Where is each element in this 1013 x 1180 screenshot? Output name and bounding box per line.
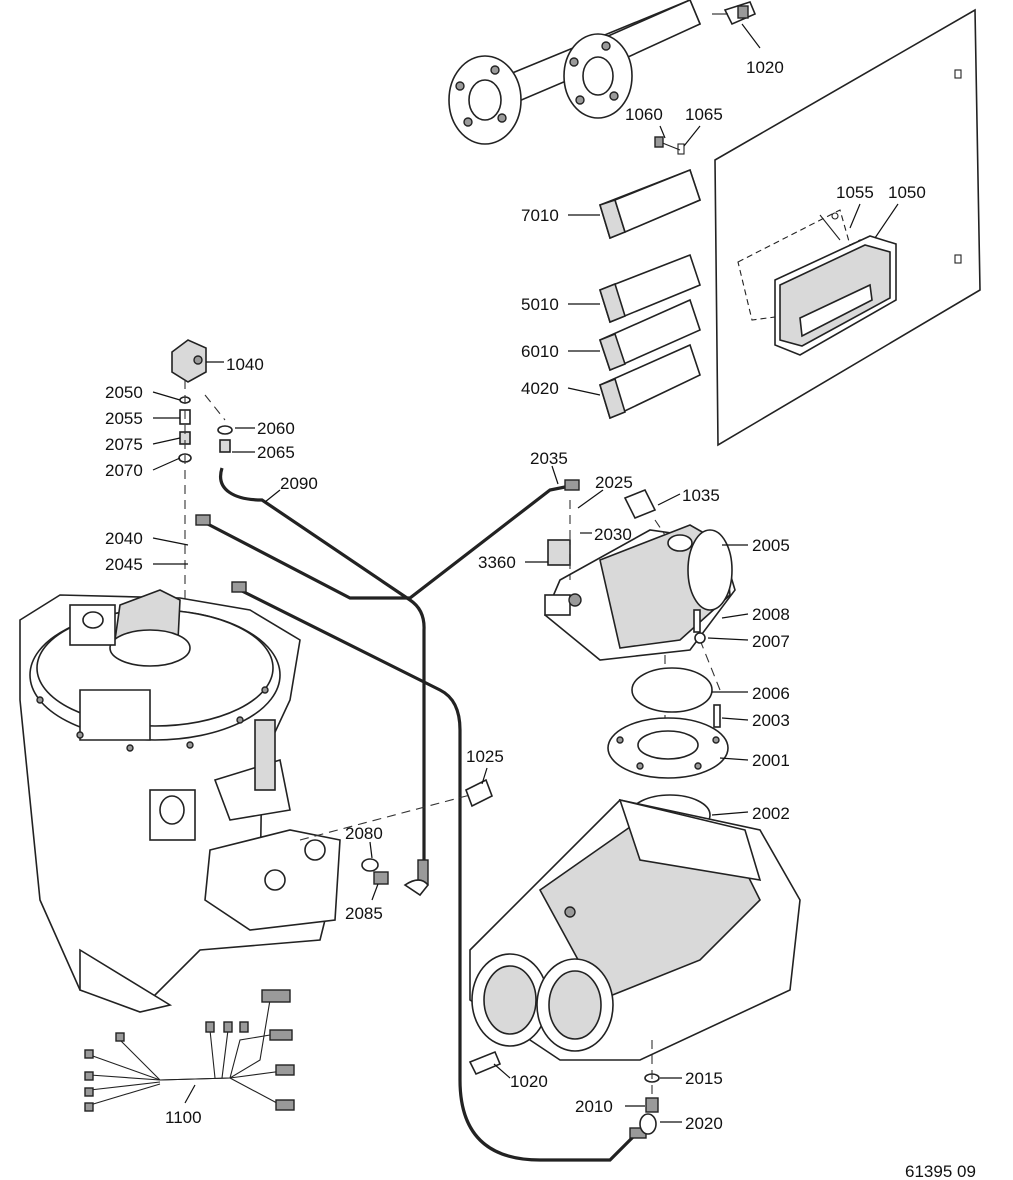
fittings-2080-2085 (361, 858, 430, 897)
pipe-assembly (448, 0, 702, 145)
callout-5010: 5010 (521, 295, 559, 314)
callout-2060: 2060 (257, 419, 295, 438)
callout-1035: 1035 (682, 486, 720, 505)
callout-1025: 1025 (466, 747, 504, 766)
bolt-2003-2008 (693, 609, 721, 728)
callout-1020-bottom: 1020 (510, 1072, 548, 1091)
callout-7010: 7010 (521, 206, 559, 225)
callout-2008: 2008 (752, 605, 790, 624)
sensor-1040 (171, 339, 207, 383)
drain-fittings (639, 1073, 660, 1135)
assembly-line-1025 (299, 794, 471, 841)
callout-2050: 2050 (105, 383, 143, 402)
assembly-line-1035 (654, 519, 666, 536)
callout-2070: 2070 (105, 461, 143, 480)
assembly-line-2008 (699, 639, 721, 691)
callout-2025: 2025 (595, 473, 633, 492)
callout-3360: 3360 (478, 553, 516, 572)
callout-2010: 2010 (575, 1097, 613, 1116)
module-6010 (599, 298, 701, 372)
figure-id: 61395 09 (905, 1162, 976, 1180)
callout-2005: 2005 (752, 536, 790, 555)
module-5010 (599, 253, 701, 324)
screw-1060-1065 (654, 136, 685, 155)
callout-2040: 2040 (105, 529, 143, 548)
valve-2005 (544, 524, 736, 661)
sensor-1025 (464, 778, 494, 808)
callout-2090: 2090 (280, 474, 318, 493)
callout-2045: 2045 (105, 555, 143, 574)
hose-fittings (195, 479, 647, 1139)
callout-2085: 2085 (345, 904, 383, 923)
control-panel (714, 8, 981, 447)
assembly-line-2060 (204, 394, 226, 421)
callout-2055: 2055 (105, 409, 143, 428)
callout-1020-top: 1020 (746, 58, 784, 77)
callout-2001: 2001 (752, 751, 790, 770)
sensor-1020-top (712, 1, 757, 26)
callout-4020: 4020 (521, 379, 559, 398)
separator-vessel (19, 589, 341, 1013)
callout-2003: 2003 (752, 711, 790, 730)
callout-2007: 2007 (752, 632, 790, 651)
callout-1040: 1040 (226, 355, 264, 374)
module-4020 (599, 343, 701, 420)
callout-2065: 2065 (257, 443, 295, 462)
callout-2015: 2015 (685, 1069, 723, 1088)
callout-labels: 1020 1060 1065 1055 1050 7010 5010 6010 … (105, 58, 976, 1180)
callout-1100: 1100 (165, 1108, 202, 1127)
hose-right (239, 588, 642, 1162)
callout-1050: 1050 (888, 183, 926, 202)
sensor-1020-bottom (468, 1050, 502, 1076)
gasket-2006 (631, 667, 713, 713)
callout-2075: 2075 (105, 435, 143, 454)
hose-2090 (199, 467, 571, 860)
callout-2002: 2002 (752, 804, 790, 823)
flange-2001 (607, 717, 729, 779)
sensor-1035 (623, 488, 657, 520)
compressor-element (469, 798, 801, 1061)
wiring-harness-1100 (84, 989, 295, 1112)
callout-2080: 2080 (345, 824, 383, 843)
callout-1060: 1060 (625, 105, 663, 124)
callout-6010: 6010 (521, 342, 559, 361)
callout-2035: 2035 (530, 449, 568, 468)
callout-1055: 1055 (836, 183, 874, 202)
callout-2030: 2030 (594, 525, 632, 544)
callout-1065: 1065 (685, 105, 723, 124)
module-7010 (599, 168, 701, 240)
callout-2020: 2020 (685, 1114, 723, 1133)
callout-2006: 2006 (752, 684, 790, 703)
leader-lines (152, 23, 899, 1123)
fittings-stack (178, 396, 233, 463)
